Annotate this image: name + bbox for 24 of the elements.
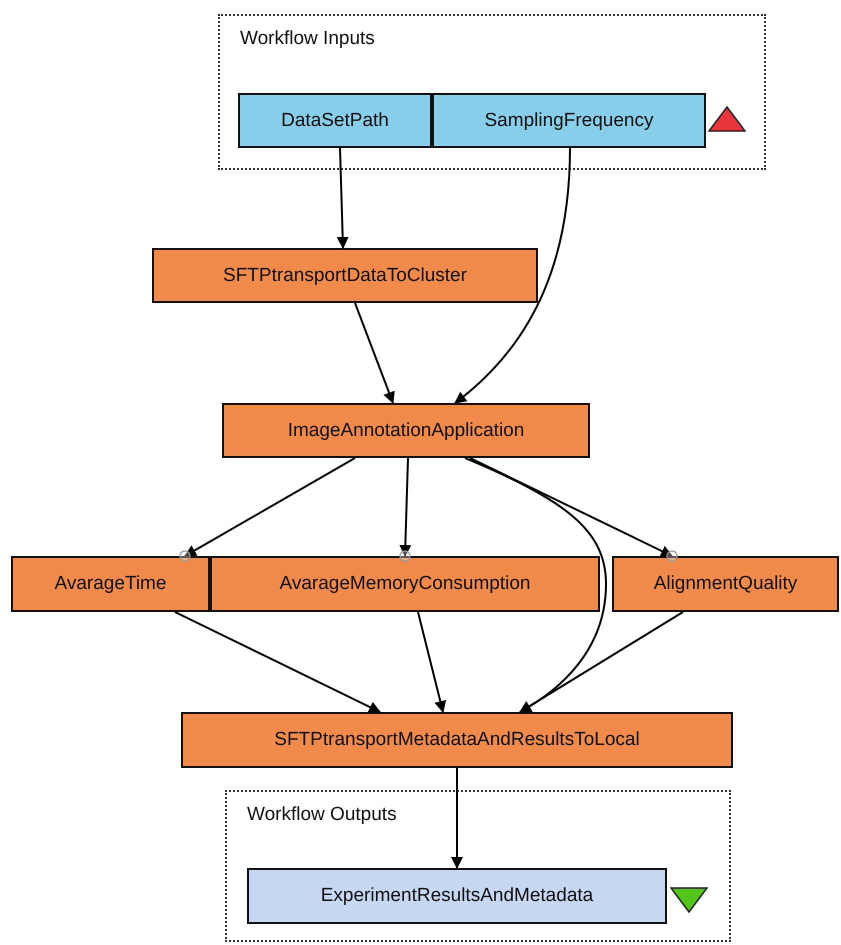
arrow: [354, 302, 395, 404]
arrow: [174, 611, 381, 713]
arrow: [451, 768, 463, 869]
arrow: [519, 611, 684, 713]
input-port-box: DataSetPath: [238, 93, 432, 148]
arrow: [470, 457, 673, 557]
process-box: AvarageMemoryConsumption: [210, 556, 600, 612]
arrow: [454, 148, 571, 404]
dotted-group-frame: [218, 14, 766, 170]
arrow: [336, 148, 349, 249]
dotted-group-frame: [225, 790, 731, 942]
group-title: Workflow Inputs: [240, 28, 375, 50]
process-box: AlignmentQuality: [612, 556, 839, 612]
input-port-box: SamplingFrequency: [432, 93, 706, 148]
process-box: SFTPtransportMetadataAndResultsToLocal: [181, 712, 733, 768]
process-box: SFTPtransportDataToCluster: [152, 248, 538, 303]
output-port-box: ExperimentResultsAndMetadata: [247, 868, 667, 924]
arrow: [399, 458, 412, 557]
arrow: [184, 457, 356, 557]
process-box: AvarageTime: [11, 556, 210, 612]
arrow: [464, 457, 607, 713]
process-box: ImageAnnotationApplication: [222, 403, 590, 458]
group-title: Workflow Outputs: [247, 804, 397, 826]
arrow: [417, 612, 446, 713]
